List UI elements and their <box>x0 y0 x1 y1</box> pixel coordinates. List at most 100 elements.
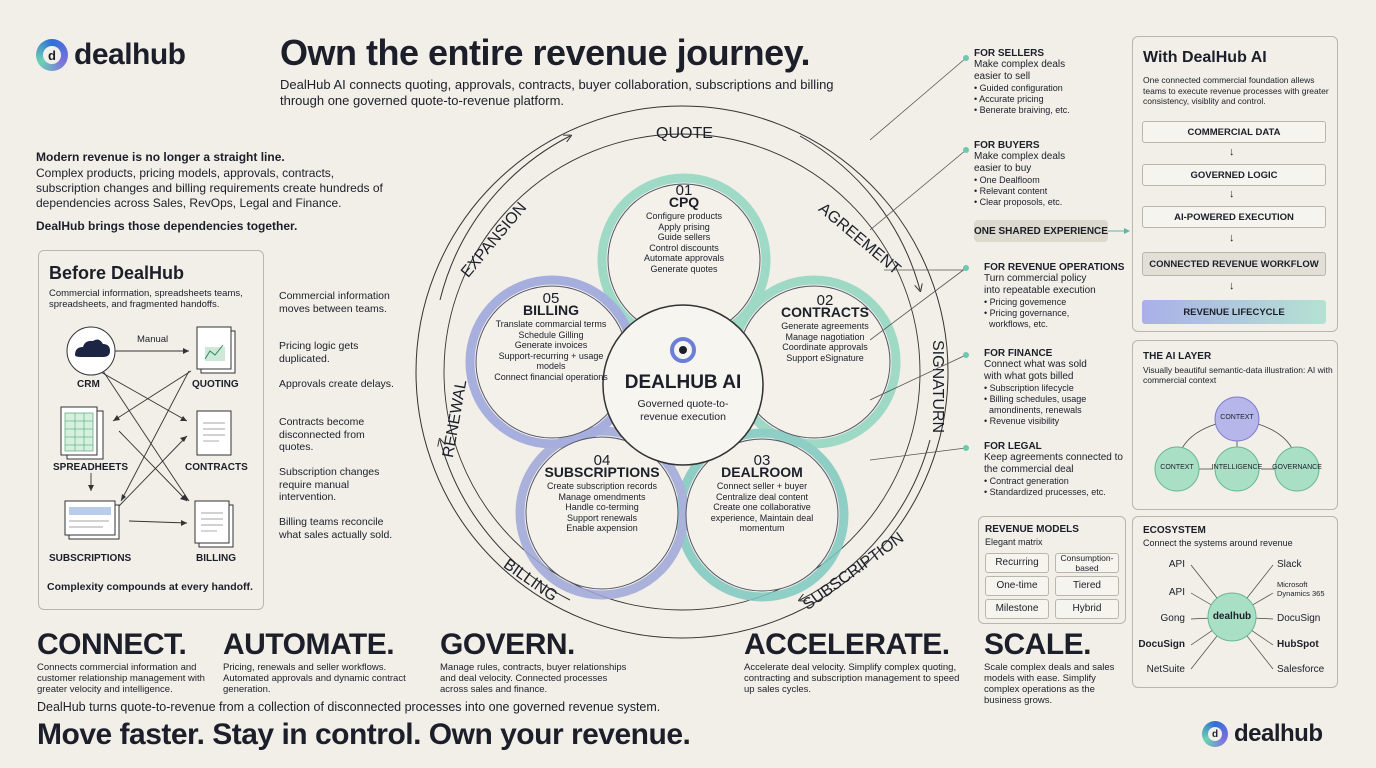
audience-heading: FOR FINANCE <box>984 348 1053 359</box>
petal-item: Schedule Gilling <box>518 329 584 340</box>
petal-item: Support-recurring + usage models <box>498 350 604 372</box>
arrow-down-icon: ↓ <box>1229 232 1235 244</box>
pillar-desc: Manage rules, contracts, buyer relations… <box>440 662 627 695</box>
petal-number: 05 <box>542 290 560 307</box>
audience-item: • Contract generation <box>984 476 1069 486</box>
revenue-model-cell: Recurring <box>985 553 1049 573</box>
audience-item: • Clear proposols, etc. <box>974 197 1063 207</box>
audience-tagline: Connect what was sold with what gots bil… <box>984 359 1087 382</box>
petal-item: Apply prising <box>658 221 710 232</box>
audience-item: • Pricing governance, <box>984 308 1070 318</box>
ai-layer-panel: THE AI LAYER Visually beautiful semantic… <box>1132 340 1338 510</box>
petal-number: 03 <box>753 452 771 469</box>
footer-statement: DealHub turns quote-to-revenue from a co… <box>37 700 661 714</box>
audience-heading: FOR LEGAL <box>984 441 1042 452</box>
pain-point: Pricing logic gets duplicated. <box>279 340 359 365</box>
petal-item: Create subscription records <box>546 481 658 491</box>
ai-layer-body: Visually beautiful semantic-data illustr… <box>1143 365 1333 385</box>
shared-experience-badge: ONE SHARED EXPERIENCE <box>974 220 1108 242</box>
ai-node: CONTEXT <box>1220 414 1254 421</box>
petal-item: Control discounts <box>649 242 719 253</box>
intro-closing: DealHub brings those dependencies togeth… <box>36 219 298 233</box>
audience-item: • Relevant content <box>974 186 1048 196</box>
with-dealhub-ai-panel: With DealHub AI One connected commercial… <box>1132 36 1338 332</box>
petal-item: Enable axpension <box>566 523 638 533</box>
petal-item: Create one collaborative experience, Mai… <box>710 502 814 533</box>
node-crm: CRM <box>77 379 100 390</box>
pillar-title: ACCELERATE. <box>744 628 950 661</box>
petal-billing: 05 BILLING Translate commarcial terms Sc… <box>486 290 616 382</box>
ai-node: GOVERNANCE <box>1272 464 1322 471</box>
revenue-model-cell: Tiered <box>1055 576 1119 596</box>
node-billing: BILLING <box>196 553 236 564</box>
petal-item: Generate agreements <box>781 321 869 331</box>
pain-point: Billing teams reconcile what sales actua… <box>279 516 393 541</box>
revenue-model-cell: Milestone <box>985 599 1049 619</box>
ecosystem-hub: dealhub <box>1212 611 1252 622</box>
audience-item: • Revenue visibility <box>984 416 1060 426</box>
ecosystem-app: NetSuite <box>1146 664 1185 675</box>
petal-title: SUBSCRIPTIONS <box>544 463 660 480</box>
pain-point: Approvals create delays. <box>279 378 394 390</box>
pillar-automate: AUTOMATE. Pricing, renewals and seller w… <box>223 628 419 695</box>
page-subtitle: DealHub AI connects quoting, approvals, … <box>280 77 834 108</box>
ai-layer-title: THE AI LAYER <box>1143 351 1212 362</box>
audience-item: • Benerate braiving, etc. <box>974 105 1070 115</box>
petal-title: BILLING <box>523 301 579 318</box>
pillar-title: SCALE. <box>984 628 1092 661</box>
petal-item: Connect financial operations <box>494 371 608 382</box>
audience-tagline: Turn commercial policy into repeatable e… <box>984 273 1096 296</box>
audience-tagline: Keep agreements connected to the commerc… <box>984 452 1123 475</box>
intro-heading: Modern revenue is no longer a straight l… <box>36 150 285 164</box>
pillar-accelerate: ACCELERATE. Accelerate deal velocity. Si… <box>744 628 968 695</box>
petal-item: Generate quotes <box>650 263 718 274</box>
with-ai-body: One connected commercial foundation alle… <box>1143 75 1329 106</box>
audience-item: • Pricing govemence <box>984 297 1067 307</box>
audience-item: • Subscription lifecycle <box>984 383 1074 393</box>
dealhub-logo-icon: d <box>1202 721 1228 747</box>
audience-item: • Accurate pricing <box>974 94 1044 104</box>
revenue-model-cell: Consumption-based <box>1055 553 1119 573</box>
ecosystem-app: Salesforce <box>1277 664 1325 675</box>
ecosystem-title: ECOSYSTEM <box>1143 525 1206 536</box>
footer-brand: dealhub <box>1234 720 1323 747</box>
petal-title: DEALROOM <box>721 463 803 480</box>
petal-contracts: 02 CONTRACTS Generate agreements Manage … <box>760 293 890 363</box>
page-title: Own the entire revenue journey. <box>280 32 810 73</box>
before-title: Before DealHub <box>49 263 185 283</box>
petal-item: Manage nagotiation <box>785 331 865 342</box>
arrow-down-icon: ↓ <box>1229 280 1235 292</box>
center-subtitle: Governed quote-to-revenue execution <box>637 398 729 423</box>
pillar-desc: Scale complex deals and sales models wit… <box>984 662 1115 706</box>
petal-number: 04 <box>593 452 611 469</box>
arrow-down-icon: ↓ <box>1229 188 1235 200</box>
petal-item: Coordinate approvals <box>782 342 868 352</box>
ecosystem-app: Gong <box>1160 613 1185 624</box>
node-quoting: QUOTING <box>192 379 239 390</box>
before-diagram <box>60 326 236 548</box>
node-subscriptions: SUBSCRIPTIONS <box>49 553 132 564</box>
petal-title: CONTRACTS <box>781 303 869 320</box>
before-subtitle: Commercial information, spreadsheets tea… <box>49 288 243 310</box>
ai-layer-graph <box>1154 396 1320 492</box>
cycle-center: DEALHUB AI Governed quote-to-revenue exe… <box>612 372 754 423</box>
before-footer: Complexity compounds at every handoff. <box>47 581 253 593</box>
audience-heading: FOR BUYERS <box>974 140 1040 151</box>
audience-tagline: Make complex deals easier to sell <box>974 59 1066 82</box>
audience-sellers: FOR SELLERS Make complex deals easier to… <box>974 48 1134 116</box>
audience-heading: FOR SELLERS <box>974 48 1045 59</box>
revenue-models-subtitle: Elegant matrix <box>985 537 1043 547</box>
audience-item: • Guided configuration <box>974 83 1063 93</box>
petal-subscriptions: 04 SUBSCRIPTIONS Create subscription rec… <box>536 452 668 534</box>
stage-revenue-lifecycle: REVENUE LIFECYCLE <box>1142 300 1326 324</box>
audience-item: • Billing schedules, usage <box>984 394 1087 404</box>
stage-commercial-data: COMMERCIAL DATA <box>1142 121 1326 143</box>
before-dealhub-panel: Before DealHub Commercial information, s… <box>38 250 264 610</box>
intro-block: Modern revenue is no longer a straight l… <box>36 150 396 234</box>
pillar-desc: Pricing, renewals and seller workflows. … <box>223 662 406 695</box>
center-title: DEALHUB AI <box>624 372 742 393</box>
petal-dealroom: 03 DEALROOM Connect seller + buyer Centr… <box>700 452 824 534</box>
pillar-desc: Connects commercial information and cust… <box>37 662 205 695</box>
stage-connected-workflow: CONNECTED REVENUE WORKFLOW <box>1142 252 1326 276</box>
audience-heading: FOR REVENUE OPERATIONS <box>984 262 1125 273</box>
